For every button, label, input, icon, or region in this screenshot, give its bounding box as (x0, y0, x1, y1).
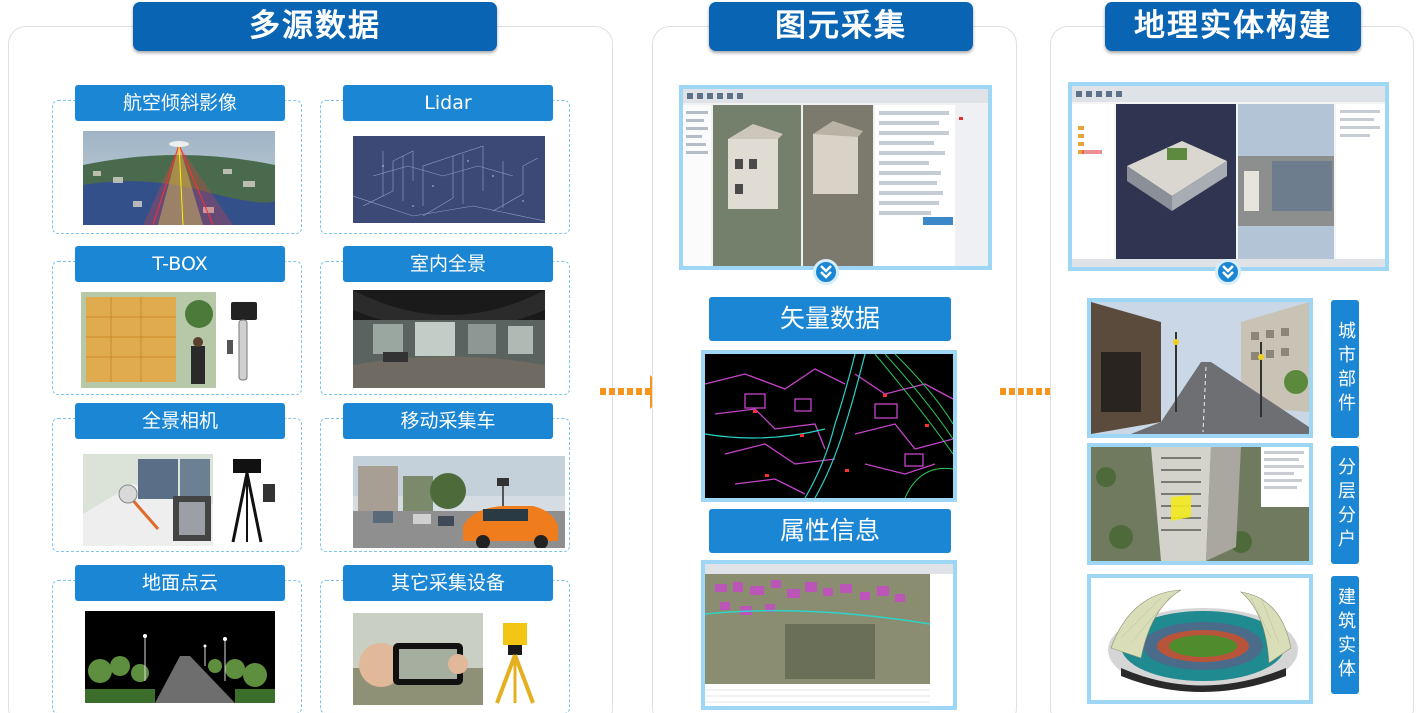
urban-component-image (1087, 298, 1313, 438)
source-panocam: 全景相机 (52, 403, 302, 552)
vector-data-image (701, 350, 957, 502)
lidar-image (353, 136, 545, 223)
source-vehicle: 移动采集车 (320, 403, 570, 552)
source-vehicle-label: 移动采集车 (343, 403, 553, 439)
tbox-image (81, 292, 277, 388)
label-attribute-info: 属性信息 (709, 509, 951, 553)
source-tbox: T-BOX (52, 246, 302, 395)
entity-software-screenshot (1068, 82, 1389, 271)
source-other-label: 其它采集设备 (343, 565, 553, 601)
panel-title-primitive-capture: 图元采集 (709, 2, 973, 51)
attribute-info-image (701, 560, 957, 710)
source-lidar-label: Lidar (343, 85, 553, 121)
label-layered-household: 分层分户 (1331, 446, 1359, 564)
indoor-image (353, 290, 545, 388)
capture-software-screenshot (679, 85, 992, 270)
source-indoor-label: 室内全景 (343, 246, 553, 282)
double-chevron-down-icon (1215, 259, 1241, 285)
source-panocam-label: 全景相机 (75, 403, 285, 439)
source-other: 其它采集设备 (320, 565, 570, 713)
label-urban-components: 城市部件 (1331, 300, 1359, 438)
aerial-image (83, 131, 275, 225)
label-building-entity: 建筑实体 (1331, 576, 1359, 694)
layered-household-image (1087, 443, 1313, 565)
vehicle-image (353, 456, 565, 548)
other-devices-image (353, 613, 553, 705)
double-chevron-down-icon (813, 259, 839, 285)
panel-title-multi-source: 多源数据 (133, 2, 497, 51)
panel-title-geo-entity: 地理实体构建 (1105, 2, 1361, 51)
ground-pointcloud-image (85, 611, 275, 703)
source-indoor: 室内全景 (320, 246, 570, 395)
source-aerial: 航空倾斜影像 (52, 85, 302, 234)
source-ground-pointcloud: 地面点云 (52, 565, 302, 713)
source-ground-label: 地面点云 (75, 565, 285, 601)
source-aerial-label: 航空倾斜影像 (75, 85, 285, 121)
source-tbox-label: T-BOX (75, 246, 285, 282)
label-vector-data: 矢量数据 (709, 297, 951, 341)
source-lidar: Lidar (320, 85, 570, 234)
panocam-image (83, 454, 301, 546)
building-entity-image (1087, 574, 1313, 704)
